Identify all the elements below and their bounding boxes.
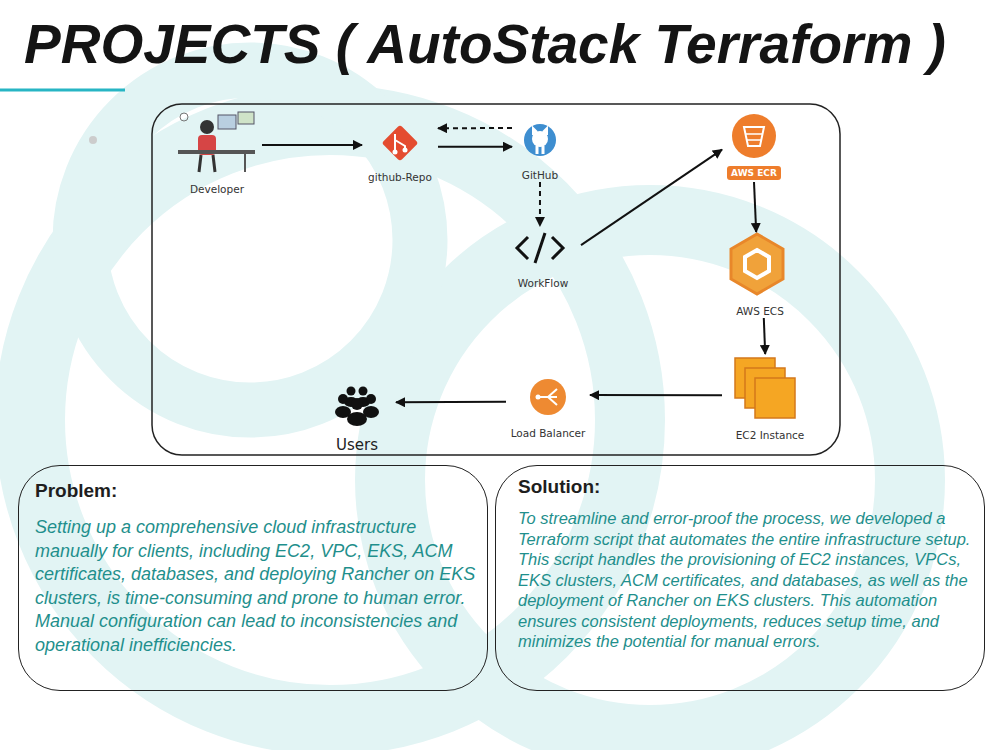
node-label: WorkFlow bbox=[518, 277, 569, 290]
ec2-icon bbox=[755, 378, 795, 418]
code-symbol bbox=[552, 237, 563, 259]
box-body: Setting up a comprehensive cloud infrast… bbox=[35, 516, 479, 657]
node-label: Developer bbox=[190, 183, 244, 196]
flow-arrow bbox=[438, 146, 512, 148]
ecr-bucket bbox=[746, 134, 762, 140]
github-cat bbox=[537, 146, 543, 154]
ecr-node: AWS ECR bbox=[722, 110, 786, 182]
clock-icon bbox=[180, 113, 188, 121]
node-label: Users bbox=[336, 436, 378, 454]
box-heading: Solution: bbox=[518, 476, 976, 498]
diagram-frame bbox=[152, 104, 840, 455]
flow-arrow bbox=[539, 182, 541, 226]
user-silhouette bbox=[366, 394, 376, 404]
git-branch bbox=[393, 150, 398, 155]
code-symbol bbox=[517, 237, 528, 259]
repo-node: github-Repo bbox=[362, 122, 438, 184]
code-symbol bbox=[535, 233, 545, 263]
bullet-dot bbox=[89, 136, 97, 144]
load-balancer-lines bbox=[536, 395, 541, 400]
git-branch bbox=[403, 148, 408, 153]
problem-box: Problem: Setting up a comprehensive cloud… bbox=[18, 465, 488, 691]
ecr-icon bbox=[732, 114, 776, 158]
node-label: github-Repo bbox=[368, 171, 432, 184]
developer-head bbox=[200, 120, 214, 134]
ecr-bucket bbox=[744, 127, 764, 146]
load-balancer-lines bbox=[538, 389, 557, 405]
flow-arrow bbox=[590, 394, 722, 396]
user-silhouette bbox=[351, 398, 363, 410]
flow-arrow bbox=[754, 182, 756, 232]
flow-arrow bbox=[396, 401, 506, 404]
user-silhouette bbox=[347, 387, 356, 396]
developer-node: Developer bbox=[172, 108, 262, 196]
git-icon bbox=[382, 125, 419, 162]
monitor-icon bbox=[218, 115, 236, 129]
github-node: GitHub bbox=[512, 120, 568, 182]
watermark-ring bbox=[390, 220, 910, 740]
ec2-node: EC2 Instance bbox=[722, 354, 818, 442]
box-heading: Problem: bbox=[35, 480, 479, 502]
desk-icon bbox=[178, 150, 255, 154]
flow-arrow bbox=[581, 150, 722, 246]
workflow-node: WorkFlow bbox=[505, 226, 581, 290]
node-label: GitHub bbox=[522, 169, 558, 182]
node-label: AWS ECS bbox=[736, 305, 784, 318]
flow-arrow bbox=[438, 127, 512, 129]
ecs-node: AWS ECS bbox=[722, 232, 798, 318]
ecs-icon bbox=[731, 234, 783, 294]
node-label: EC2 Instance bbox=[736, 429, 805, 442]
users-node: Users bbox=[318, 378, 396, 454]
load-balancer-node: Load Balancer bbox=[506, 374, 590, 440]
github-cat bbox=[533, 128, 547, 135]
node-label: AWS ECR bbox=[727, 166, 781, 180]
node-label: Load Balancer bbox=[511, 427, 586, 440]
user-silhouette bbox=[359, 387, 368, 396]
user-silhouette bbox=[338, 394, 348, 404]
flow-arrow bbox=[764, 318, 765, 354]
page-title: PROJECTS ( AutoStack Terraform ) bbox=[24, 12, 946, 76]
load-balancer-icon bbox=[530, 379, 566, 415]
box-body: To streamline and error-proof the proces… bbox=[518, 508, 976, 652]
user-silhouette bbox=[347, 412, 367, 426]
solution-box: Solution: To streamline and error-proof t… bbox=[495, 465, 985, 691]
title-underline bbox=[0, 89, 125, 92]
watermark-ring bbox=[80, 70, 420, 410]
desk-leg bbox=[244, 154, 246, 172]
developer-legs bbox=[199, 155, 215, 172]
monitor-icon bbox=[238, 112, 254, 124]
github-icon bbox=[524, 124, 556, 156]
flow-arrow bbox=[262, 144, 362, 146]
ecs-inner bbox=[745, 250, 769, 278]
